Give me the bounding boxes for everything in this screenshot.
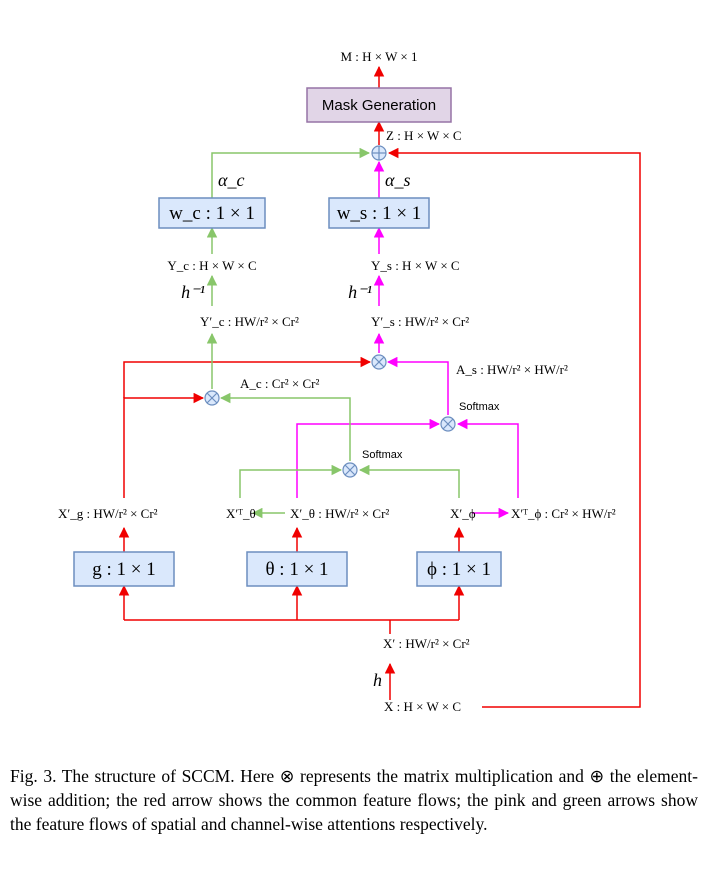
label-z: Z : H × W × C: [386, 128, 462, 143]
g-label: g : 1 × 1: [92, 559, 156, 580]
ws-node: w_s : 1 × 1: [328, 197, 430, 229]
label-xg: X′_g : HW/r² × Cr²: [58, 506, 158, 521]
g-node: g : 1 × 1: [73, 551, 175, 587]
figure-caption: Fig. 3. The structure of SCCM. Here ⊗ re…: [10, 766, 698, 834]
phi-node: ϕ : 1 × 1: [416, 551, 502, 587]
label-x-theta: X′_θ : HW/r² × Cr²: [290, 506, 389, 521]
label-h: h: [373, 670, 382, 690]
label-yc: Y_c : H × W × C: [167, 258, 256, 273]
phi-label: ϕ : 1 × 1: [427, 559, 491, 580]
label-x-phi: X′_ϕ: [450, 506, 476, 521]
label-alpha-c: α_c: [218, 170, 244, 190]
edge-wc-to-plus: [211, 147, 371, 198]
edge-xg-to-mult-s: [123, 356, 372, 398]
ws-label: w_s : 1 × 1: [337, 203, 422, 224]
edge-softmax-s-to-as: [386, 356, 449, 415]
plus-operator: [371, 145, 387, 161]
mask-generation-label: Mask Generation: [322, 97, 436, 114]
label-alpha-s: α_s: [385, 170, 410, 190]
label-x-prime: X′ : HW/r² × Cr²: [383, 636, 470, 651]
edge-phit-to-mult-s: [456, 418, 519, 498]
mult-operator-channel-attn: [342, 462, 358, 478]
label-as: A_s : HW/r² × HW/r²: [456, 362, 568, 377]
channel-flow-edges: [206, 147, 460, 519]
label-softmax-spatial: Softmax: [459, 401, 500, 413]
label-ac: A_c : Cr² × Cr²: [240, 376, 319, 391]
label-x-theta-t: X′ᵀ_θ: [226, 506, 256, 521]
label-softmax-channel: Softmax: [362, 449, 403, 461]
mask-generation-node: Mask Generation: [306, 87, 452, 123]
spatial-flow-edges: [296, 160, 519, 519]
edge-xg-to-mult-c: [123, 392, 205, 498]
wc-label: w_c : 1 × 1: [169, 203, 255, 224]
label-ys: Y_s : H × W × C: [371, 258, 460, 273]
label-m: M : H × W × 1: [340, 49, 417, 64]
label-h-inv-s: h⁻¹: [348, 282, 372, 302]
edge-phi-to-mult-c: [358, 464, 460, 498]
label-ys-prime: Y′_s : HW/r² × Cr²: [371, 314, 469, 329]
wc-node: w_c : 1 × 1: [158, 197, 266, 229]
mult-operator-spatial-attn: [440, 416, 456, 432]
common-flow-edges: [118, 65, 641, 708]
theta-label: θ : 1 × 1: [265, 559, 328, 580]
edge-theta-to-mult-s: [296, 418, 441, 498]
edge-residual: [387, 147, 641, 708]
sccm-structure-diagram: Mask Generation w_c : 1 × 1 w_s : 1 × 1 …: [58, 49, 641, 714]
mult-operator-spatial-out: [371, 354, 387, 370]
edge-thetat-to-mult-c: [239, 464, 343, 498]
edge-softmax-c-to-ac: [219, 392, 351, 461]
label-yc-prime: Y′_c : HW/r² × Cr²: [200, 314, 299, 329]
label-x: X : H × W × C: [384, 699, 461, 714]
theta-node: θ : 1 × 1: [246, 551, 348, 587]
mult-operator-channel-out: [204, 390, 220, 406]
label-x-phi-t: X′ᵀ_ϕ : Cr² × HW/r²: [511, 506, 616, 521]
label-h-inv-c: h⁻¹: [181, 282, 205, 302]
